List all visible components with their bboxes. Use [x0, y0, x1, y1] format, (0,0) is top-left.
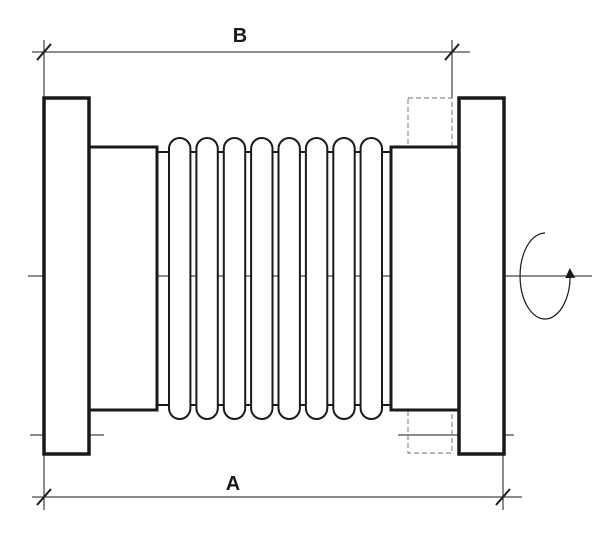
dimension-b-label: B — [233, 25, 247, 47]
bellows — [157, 137, 391, 420]
left-flange — [42, 96, 91, 456]
bellows-convolution — [359, 137, 384, 420]
left-pipe-end — [87, 145, 159, 412]
bellows-convolution — [250, 137, 274, 420]
bellows-convolution — [277, 137, 301, 420]
bellows-convolution — [332, 137, 356, 420]
right-pipe-end — [389, 145, 461, 412]
bellows-convolution — [304, 137, 329, 420]
rotation-arrow-icon — [519, 232, 576, 320]
dimension-a: A — [32, 473, 522, 506]
bellows-convolution — [222, 137, 247, 420]
right-flange — [457, 96, 506, 456]
dimension-a-label: A — [226, 473, 240, 495]
bellows-convolution — [195, 137, 219, 420]
bellows-convolution — [168, 137, 192, 420]
dimension-b: B — [32, 25, 470, 61]
